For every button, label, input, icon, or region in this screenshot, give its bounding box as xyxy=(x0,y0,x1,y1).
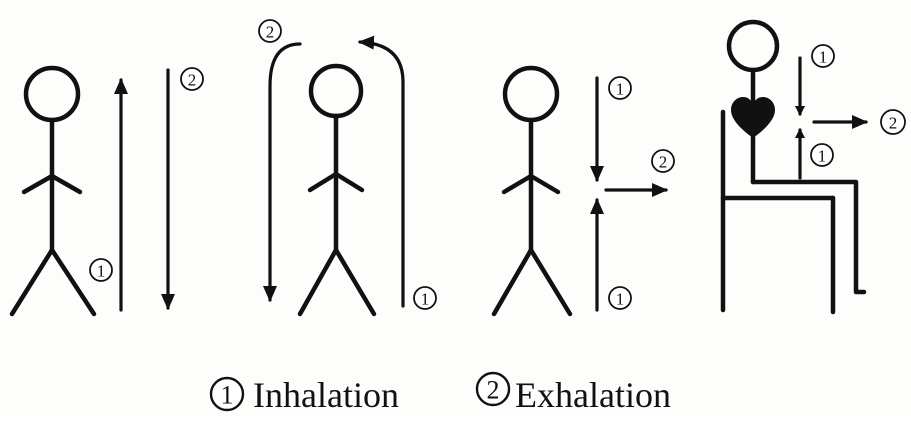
figure-3-exhalation-marker: 2 xyxy=(651,149,675,173)
legend-inhalation-label: Inhalation xyxy=(253,375,399,415)
legend: 1 Inhalation 2 Exhalation xyxy=(209,371,671,415)
figure-4-legs xyxy=(750,179,867,295)
heart-icon xyxy=(731,97,775,138)
figure-2-right-leg xyxy=(333,247,377,317)
svg-text:1: 1 xyxy=(819,48,828,67)
figure-1-standing xyxy=(9,65,97,317)
chair xyxy=(720,109,836,315)
figure-2-exhalation-marker: 2 xyxy=(258,19,282,43)
figure-2-standing xyxy=(297,63,377,317)
figure-3-right-arm xyxy=(528,173,561,195)
svg-text:1: 1 xyxy=(221,381,234,410)
figure-1-inhalation-marker: 1 xyxy=(89,258,113,282)
figure-3-left-leg xyxy=(491,247,534,317)
figure-1-head xyxy=(23,65,81,123)
figure-2-left-arm xyxy=(307,171,339,193)
svg-text:2: 2 xyxy=(487,376,500,405)
svg-text:1: 1 xyxy=(97,262,106,281)
figure-1-exhalation-marker: 2 xyxy=(180,67,204,91)
figure-3-upper-inhalation-marker: 1 xyxy=(608,76,632,100)
svg-text:1: 1 xyxy=(616,80,625,99)
figure-2-head xyxy=(308,63,364,119)
legend-exhalation-label: Exhalation xyxy=(515,375,671,415)
legend-exhalation-marker: 2 xyxy=(475,371,511,407)
svg-text:2: 2 xyxy=(659,153,668,172)
figure-1-left-leg xyxy=(9,247,55,317)
figure-1-left-arm xyxy=(21,173,55,195)
svg-text:2: 2 xyxy=(889,114,898,133)
figure-3-left-arm xyxy=(501,173,534,195)
figure-1-right-leg xyxy=(49,247,97,317)
figure-3-head xyxy=(502,65,560,123)
figure-3-right-leg xyxy=(528,247,573,317)
figure-2-left-leg xyxy=(297,247,339,317)
figure-2-right-arm xyxy=(333,171,365,193)
figure-3-standing xyxy=(491,65,573,317)
figure-3-lower-inhalation-marker: 1 xyxy=(608,286,632,310)
figure-4-upper-inhalation-marker: 1 xyxy=(811,44,835,68)
figure-4-head xyxy=(726,19,780,73)
svg-text:1: 1 xyxy=(616,290,625,309)
figure-2-exhalation-arrow xyxy=(263,42,302,302)
svg-text:2: 2 xyxy=(266,23,275,42)
svg-text:1: 1 xyxy=(421,290,430,309)
figure-4-exhalation-marker: 2 xyxy=(880,109,906,135)
figure-4-lower-inhalation-marker: 1 xyxy=(810,143,834,167)
figure-1-right-arm xyxy=(49,173,83,195)
figure-2-inhalation-marker: 1 xyxy=(413,286,437,310)
svg-text:2: 2 xyxy=(188,71,197,90)
figure-2-inhalation-arrow xyxy=(358,35,405,308)
svg-text:1: 1 xyxy=(818,147,827,166)
legend-inhalation-marker: 1 xyxy=(209,376,245,412)
figure-4-seated xyxy=(726,19,867,295)
